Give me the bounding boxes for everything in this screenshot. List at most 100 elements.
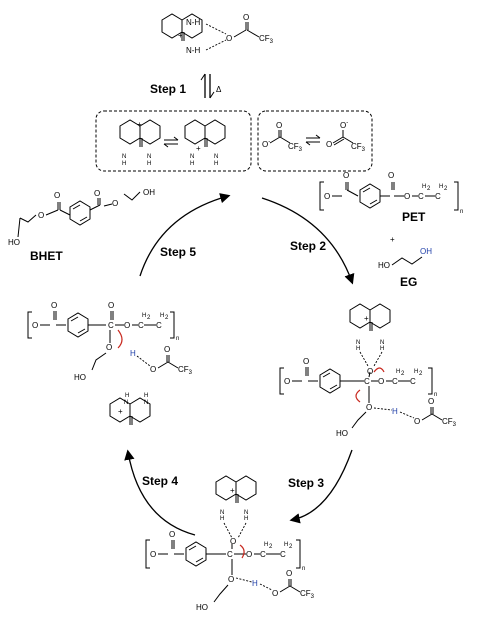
svg-text:N: N [144, 400, 148, 406]
svg-text:C: C [156, 321, 162, 330]
svg-text:n: n [302, 566, 305, 572]
svg-text:n: n [460, 209, 463, 215]
svg-text:O: O [164, 345, 170, 354]
svg-text:O: O [94, 189, 100, 198]
svg-text:H: H [414, 369, 418, 375]
svg-text:H: H [380, 346, 384, 352]
svg-text:O: O [272, 589, 278, 598]
tfa-resonance-box [257, 110, 373, 172]
svg-text:H: H [252, 579, 258, 588]
svg-text:2: 2 [444, 186, 448, 192]
svg-text:H: H [396, 369, 400, 375]
svg-text:C: C [435, 192, 441, 201]
svg-text:N: N [356, 340, 360, 346]
svg-text:N: N [122, 154, 126, 160]
svg-text:OH: OH [420, 247, 432, 256]
svg-text:H: H [122, 161, 126, 167]
eg-molecule: HO OH [378, 247, 432, 270]
svg-text:H: H [220, 516, 224, 522]
tbd-tautomer-box [95, 110, 252, 172]
svg-text:C: C [260, 550, 266, 559]
svg-text:HO: HO [8, 238, 20, 247]
svg-text:C: C [364, 377, 370, 386]
svg-text:O: O [38, 211, 44, 220]
svg-text:H: H [147, 161, 151, 167]
svg-text:H: H [190, 161, 194, 167]
svg-text:N: N [220, 510, 224, 516]
arrow-step2 [261, 197, 355, 285]
svg-text:O: O [150, 550, 156, 559]
svg-text:H: H [284, 542, 288, 548]
svg-text:n: n [434, 392, 437, 398]
svg-text:O: O [276, 121, 282, 130]
svg-text:O: O [428, 397, 434, 406]
eg-label: EG [400, 275, 417, 289]
svg-text:O: O [366, 403, 372, 412]
svg-text:O: O [106, 343, 112, 352]
svg-text:CF3: CF3 [300, 589, 315, 600]
arrow-step4 [124, 449, 196, 536]
arrow-step5 [139, 193, 231, 277]
svg-text:n: n [176, 336, 179, 342]
svg-text:N: N [214, 154, 218, 160]
svg-text:2: 2 [165, 315, 169, 321]
svg-text:HO: HO [336, 429, 348, 438]
svg-text:H: H [264, 542, 268, 548]
svg-text:C: C [392, 377, 398, 386]
svg-text:CF3: CF3 [351, 142, 366, 153]
step2-label: Step 2 [290, 239, 326, 253]
plus-sign: + [390, 235, 395, 244]
svg-text:O: O [326, 140, 332, 149]
svg-text:O: O [54, 191, 60, 200]
free-tbd: H N H N + [109, 393, 151, 426]
svg-text:O: O [367, 367, 373, 376]
svg-text:CF3: CF3 [288, 142, 303, 153]
svg-text:O: O [246, 550, 252, 559]
delta-symbol: Δ [216, 85, 222, 94]
atom-nh-bottom: N-H [186, 46, 200, 55]
svg-text:O: O [32, 321, 38, 330]
svg-text:C: C [280, 550, 286, 559]
svg-text:+: + [364, 314, 369, 323]
svg-text:+: + [230, 486, 235, 495]
svg-text:HO: HO [74, 373, 86, 382]
svg-text:O: O [150, 365, 156, 374]
svg-text:C: C [108, 321, 114, 330]
svg-text:2: 2 [427, 186, 431, 192]
svg-text:H: H [392, 407, 398, 416]
svg-text:N: N [190, 154, 194, 160]
pet-label: PET [402, 210, 426, 224]
atom-n-plus: + [178, 31, 183, 40]
svg-text:O: O [343, 171, 349, 180]
svg-text:+: + [118, 407, 123, 416]
svg-text:O: O [108, 301, 114, 310]
arrow-step3 [289, 449, 353, 524]
svg-text:C: C [418, 192, 424, 201]
svg-text:H: H [130, 349, 136, 358]
svg-text:2: 2 [419, 371, 423, 377]
svg-text:HO: HO [378, 261, 390, 270]
svg-text:O: O [228, 575, 234, 584]
svg-text:H: H [422, 184, 426, 190]
svg-text:H: H [244, 516, 248, 522]
step4-label: Step 4 [142, 474, 178, 488]
tbd-tfa-ion-pair: + N-H N-H O O CF3 [161, 13, 274, 55]
svg-text:2: 2 [269, 544, 273, 550]
svg-text:O: O [51, 301, 57, 310]
svg-text:O: O [404, 192, 410, 201]
svg-text:C: C [410, 377, 416, 386]
svg-text:O: O [414, 417, 420, 426]
step1-label: Step 1 [150, 82, 186, 96]
svg-text:CF3: CF3 [178, 365, 193, 376]
svg-text:O: O [284, 377, 290, 386]
svg-text:2: 2 [401, 371, 405, 377]
svg-text:2: 2 [289, 544, 293, 550]
svg-text:H: H [125, 393, 129, 399]
svg-text:O: O [303, 357, 309, 366]
svg-text:N: N [147, 154, 151, 160]
svg-text:O: O [378, 377, 384, 386]
svg-text:+: + [137, 120, 142, 129]
